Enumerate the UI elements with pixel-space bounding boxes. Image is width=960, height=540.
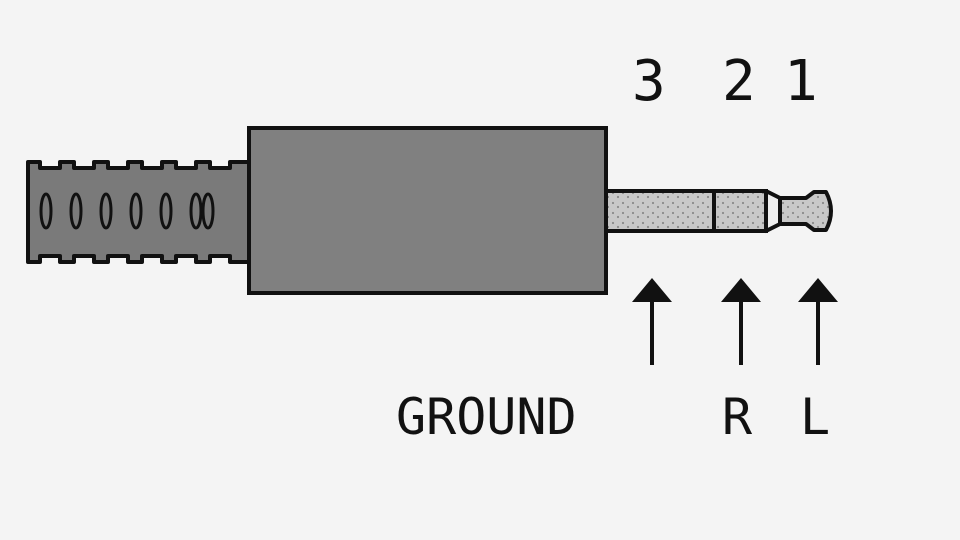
ring-number: 2 — [722, 49, 756, 114]
sleeve-arrow — [632, 278, 672, 365]
tip-contact — [778, 190, 833, 232]
ring-contact — [712, 189, 768, 233]
right-channel-label: R — [722, 388, 753, 446]
ground-label: GROUND — [396, 388, 577, 446]
sleeve-number: 3 — [632, 49, 666, 114]
ring-arrow — [721, 278, 761, 365]
plug-body — [247, 126, 608, 295]
tip-number: 1 — [784, 49, 818, 114]
sleeve-contact — [604, 189, 716, 233]
strain-relief — [26, 160, 252, 264]
insulator-neck — [764, 189, 782, 233]
left-channel-label: L — [800, 388, 831, 446]
tip-arrow — [798, 278, 838, 365]
